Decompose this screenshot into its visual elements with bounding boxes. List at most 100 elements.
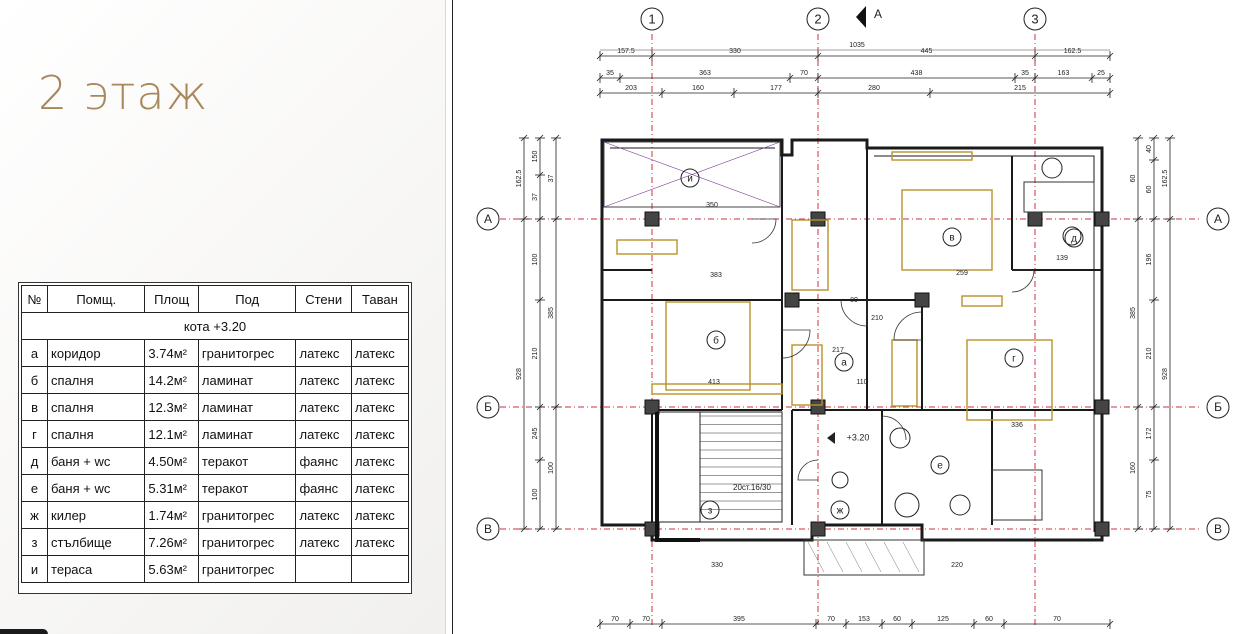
dim-top-row2-label: 35 (606, 70, 614, 77)
cell-walls: латекс (295, 339, 352, 367)
stair-note: 20ст.16/30 (733, 483, 771, 492)
cell-room: баня + wc (47, 447, 146, 475)
cell-no: и (20, 555, 49, 583)
dim-right-outer-slash (1166, 525, 1174, 533)
dim-bottom-slash (908, 620, 916, 628)
dim-left-mid-label: 210 (532, 348, 539, 360)
dim-top-row1-label: 445 (921, 48, 933, 55)
dim-top-row2-slash (786, 74, 794, 82)
level-label: кота +3.20 (21, 312, 409, 340)
cell-no: в (20, 393, 49, 421)
balcony-hatch (902, 541, 920, 573)
dim-top-row1-slash (648, 52, 656, 60)
interior-dimension: 383 (710, 272, 722, 279)
dim-bottom-label: 60 (985, 616, 993, 623)
structural-column (810, 211, 826, 227)
level-mark: +3.20 (847, 432, 870, 442)
dim-bottom-slash (812, 620, 820, 628)
structural-column (1027, 211, 1043, 227)
dim-right-outer-label: 928 (1162, 368, 1169, 380)
dim-right-mid-slash (1150, 403, 1158, 411)
cell-room: стълбище (47, 528, 146, 556)
dim-top-row3-label: 280 (868, 85, 880, 92)
header-no: № (20, 285, 49, 313)
interior-dimension: 110 (856, 379, 867, 386)
door-bath-d (1011, 269, 1035, 293)
dim-right-mid-label: 75 (1146, 491, 1153, 499)
cell-floor: теракот (197, 447, 297, 475)
bed-room-g (966, 339, 1053, 421)
axis-label-top: 1 (648, 11, 655, 26)
dim-top-row3-slash (596, 89, 604, 97)
wardrobe-corridor-2 (791, 344, 823, 406)
axis-bubble-left (476, 395, 500, 419)
dim-bottom-slash (596, 620, 604, 628)
dim-right-mid-label: 196 (1146, 254, 1153, 266)
dim-top-row2-label: 25 (1097, 70, 1105, 77)
bathtub-bath-d (1023, 181, 1095, 213)
dim-top-row1-slash (1106, 52, 1114, 60)
cell-walls (295, 555, 352, 583)
cell-area: 1.74м² (144, 501, 199, 529)
terrace-area (603, 141, 781, 208)
dim-bottom-label: 395 (733, 616, 745, 623)
room-label: а (841, 358, 847, 369)
cell-floor: ламинат (197, 393, 297, 421)
cell-no: з (20, 528, 49, 556)
cell-area: 12.3м² (144, 393, 199, 421)
door-room-g (893, 311, 923, 341)
dim-top-row3-label: 203 (625, 85, 637, 92)
cell-ceiling: латекс (350, 528, 410, 556)
door-kiler (797, 459, 819, 481)
dim-bottom-slash (970, 620, 978, 628)
cell-no: б (20, 366, 49, 394)
room-label-circle (942, 227, 962, 247)
cell-area: 14.2м² (144, 366, 199, 394)
header-walls: Стени (295, 285, 352, 313)
cell-walls: латекс (295, 420, 352, 448)
interior-dimension: 350 (706, 202, 718, 209)
dim-left-mid-slash (536, 171, 544, 179)
cell-no: г (20, 420, 49, 448)
dim-right-mid-slash (1150, 525, 1158, 533)
floor-drain-kiler (831, 471, 849, 489)
axis-bubble-right (1206, 395, 1230, 419)
room-label-circle (834, 352, 854, 372)
dim-top-row3-slash (926, 89, 934, 97)
structural-column (1094, 211, 1110, 227)
dim-right-mid-slash (1150, 296, 1158, 304)
dim-left-inner-slash (552, 525, 560, 533)
room-label: в (949, 233, 954, 244)
dim-left-inner-label: 385 (548, 307, 555, 319)
wardrobe-room-b (651, 383, 783, 395)
dim-right-mid-slash (1150, 456, 1158, 464)
dim-top-row3-label: 160 (692, 85, 704, 92)
room-label: г (1012, 354, 1016, 365)
dim-top-row2-label: 163 (1058, 70, 1070, 77)
header-room: Помщ. (47, 285, 146, 313)
washbasin-bath-d (1062, 226, 1082, 246)
washbasin-bath-e (889, 427, 911, 449)
axis-label-right: Б (1214, 400, 1222, 414)
room-label: д (1071, 234, 1077, 245)
cell-walls: фаянс (295, 447, 352, 475)
door-bath-e (881, 415, 907, 441)
room-label-circle (680, 168, 700, 188)
structural-column (644, 399, 660, 415)
cell-floor: ламинат (197, 420, 297, 448)
dim-right-mid-slash (1150, 134, 1158, 142)
structural-column (810, 399, 826, 415)
room-label: и (687, 174, 693, 185)
wardrobe-room-v (891, 151, 973, 161)
cell-area: 12.1м² (144, 420, 199, 448)
room-label: ж (837, 506, 844, 517)
dim-left-outer-slash (520, 134, 528, 142)
dim-top-row2-label: 70 (800, 70, 808, 77)
axis-label-top: 2 (814, 11, 821, 26)
level-mark-arrow (827, 432, 835, 444)
